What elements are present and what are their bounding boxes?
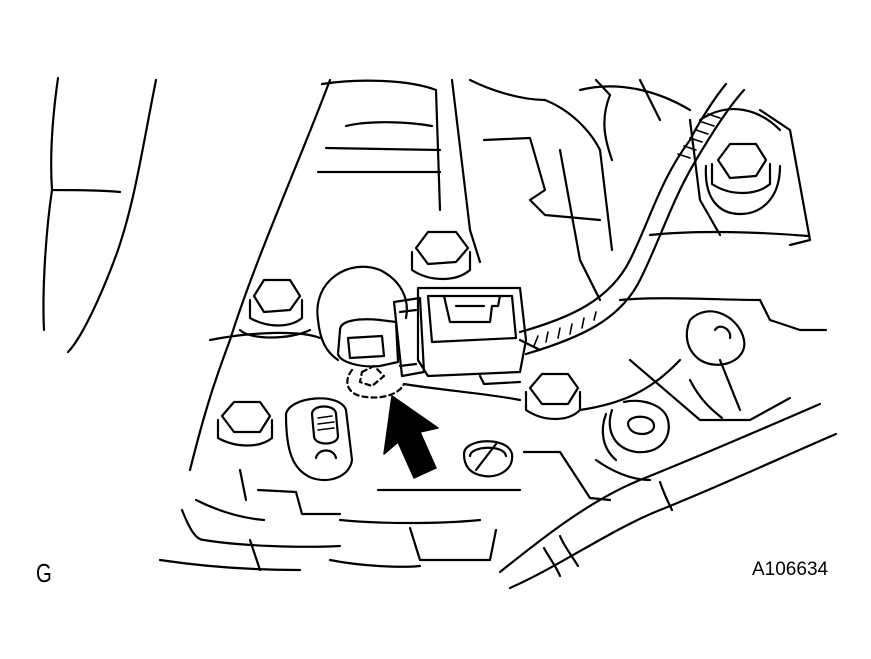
wire-harness	[518, 82, 746, 356]
upper-casting-outline	[316, 78, 692, 302]
sensor-boss	[316, 265, 408, 362]
left-housing-outline	[42, 76, 332, 472]
bottom-partial-outline	[158, 538, 422, 572]
coolant-hose	[498, 402, 838, 590]
hidden-sensor-outline	[346, 364, 406, 399]
sensor-connector	[336, 286, 542, 386]
lower-casting-outline	[180, 331, 682, 562]
mount-hole	[601, 399, 670, 462]
view-label: G	[36, 558, 52, 588]
hex-bolt-left	[238, 278, 312, 339]
hex-bolt-center	[410, 230, 472, 280]
hex-bolt-lower-left	[216, 400, 274, 447]
drain-plug	[462, 440, 514, 478]
arrow-icon	[383, 395, 439, 479]
hex-bolt-lower-right	[524, 372, 582, 421]
bracket-with-threaded-hole	[284, 397, 354, 482]
right-casting-outline	[618, 108, 828, 422]
figure-number: A106634	[752, 559, 829, 580]
hex-bolt-top-right	[704, 142, 782, 216]
